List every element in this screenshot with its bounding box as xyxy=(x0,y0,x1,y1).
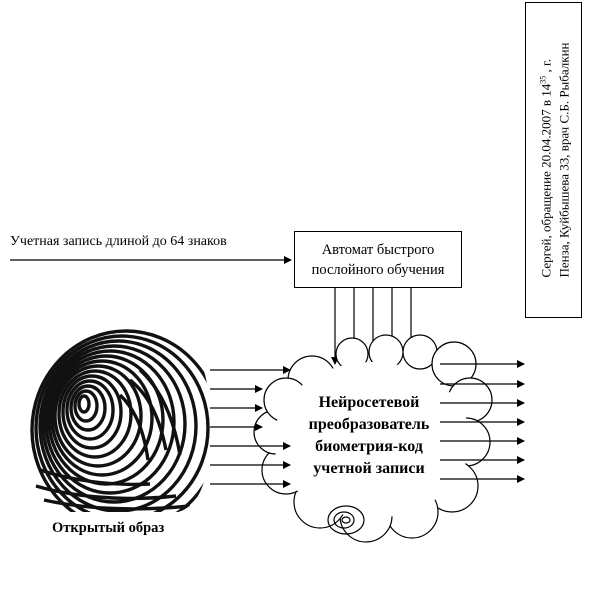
automat-label-line-1: Автомат быстрого xyxy=(321,241,435,258)
converter-label-line-1: Нейросетевой xyxy=(318,394,420,411)
cloud-swirl xyxy=(327,505,365,535)
converter-label-line-4: учетной записи xyxy=(313,460,425,477)
open-image-label: Открытый образ xyxy=(52,520,165,536)
stamp-line-1: Сергей, обращение 20.04.2007 в 1435 , г. xyxy=(534,42,555,278)
converter-label-line-2: преобразователь xyxy=(308,416,430,433)
stamp-line-1-end: , г. xyxy=(538,58,553,76)
converter-label-line-3: биометрия-код xyxy=(315,438,423,455)
neural-converter-cloud xyxy=(253,334,493,543)
fingerprint-input-arrows xyxy=(210,366,291,488)
automat-label-line-2: послойного обучения xyxy=(311,261,445,278)
fingerprint-image xyxy=(29,324,211,512)
stamp-time-minutes: 35 xyxy=(538,75,547,84)
account-input-label: Учетная запись длиной до 64 знаков xyxy=(10,234,227,249)
fast-layer-learning-automat: Автомат быстрого послойного обучения xyxy=(294,231,462,288)
stamp-line-1-text: Сергей, обращение 20.04.2007 в 14 xyxy=(538,83,553,278)
stamp-line-2: Пенза, Куйбышева 33, врач С.Б. Рыбалкин xyxy=(556,42,571,278)
registration-stamp: Сергей, обращение 20.04.2007 в 1435 , г.… xyxy=(525,2,582,318)
output-code-arrows xyxy=(440,360,525,483)
neural-converter-label: Нейросетевой преобразователь биометрия-к… xyxy=(294,392,444,480)
stamp-text: Сергей, обращение 20.04.2007 в 1435 , г.… xyxy=(534,42,573,277)
